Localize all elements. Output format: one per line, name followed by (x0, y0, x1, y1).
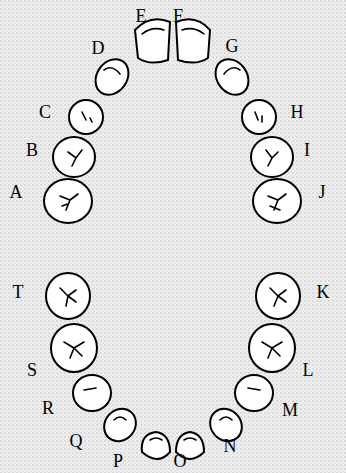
tooth-letter: N (224, 437, 237, 455)
tooth-letter: Q (70, 432, 83, 450)
tooth-letter: A (10, 183, 23, 201)
tooth-letter: L (303, 361, 314, 379)
tooth-letter: E (136, 7, 147, 25)
tooth-letter: S (27, 361, 37, 379)
tooth-letter: M (282, 401, 298, 419)
tooth-letter: R (42, 399, 54, 417)
tooth-letter: T (13, 283, 24, 301)
tooth-letter: B (26, 141, 38, 159)
tooth-letter: F (173, 7, 183, 25)
tooth-letter: J (318, 183, 325, 201)
tooth-letter: H (291, 103, 304, 121)
tooth-letter: D (92, 39, 105, 57)
tooth-letter: K (317, 283, 330, 301)
tooth-letter: G (226, 37, 239, 55)
tooth-letter: I (304, 141, 310, 159)
tooth-letter: P (113, 452, 123, 470)
tooth-letter: O (174, 452, 187, 470)
tooth-letter: C (39, 103, 51, 121)
